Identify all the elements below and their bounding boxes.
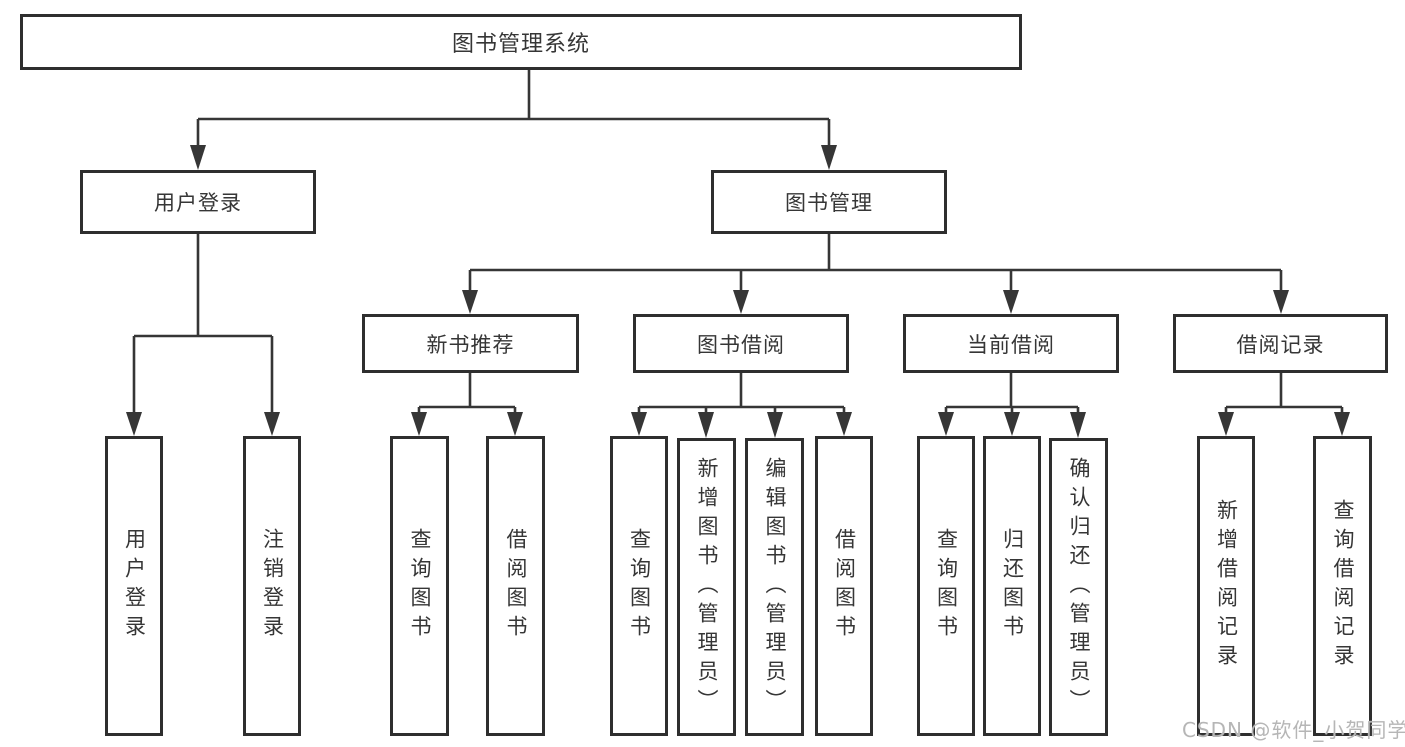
arrow-bor-leaf4 xyxy=(836,412,852,436)
leaf-query-books-borrowing-label: 查询图书 xyxy=(627,528,652,644)
leaf-query-borrow-record-label: 查询借阅记录 xyxy=(1331,499,1355,673)
node-new-book-recommend: 新书推荐 xyxy=(362,314,579,373)
arrow-current-borrowing xyxy=(1003,290,1019,314)
leaf-borrow-books: 借阅图书 xyxy=(815,436,873,736)
arrow-recs-leaf2 xyxy=(1334,412,1350,436)
arrow-user-login xyxy=(190,145,206,170)
arrow-bor-leaf3 xyxy=(767,412,783,438)
node-current-borrowing: 当前借阅 xyxy=(903,314,1119,373)
arrow-cur-leaf2 xyxy=(1004,412,1020,436)
leaf-user-login-label: 用户登录 xyxy=(122,528,147,644)
arrow-new-book xyxy=(462,290,478,314)
leaf-return-books: 归还图书 xyxy=(983,436,1041,736)
arrow-cur-leaf1 xyxy=(938,412,954,436)
leaf-logout-label: 注销登录 xyxy=(260,528,285,644)
arrow-book-borrowing xyxy=(733,290,749,314)
node-user-login: 用户登录 xyxy=(80,170,316,234)
leaf-query-books-recommend-label: 查询图书 xyxy=(408,528,432,644)
arrow-recs-leaf1 xyxy=(1218,412,1234,436)
arrowheads xyxy=(126,145,1350,438)
leaf-add-books-admin: 新增图书（管理员） xyxy=(677,438,736,736)
node-borrowing-records: 借阅记录 xyxy=(1173,314,1388,373)
leaf-borrow-books-recommend: 借阅图书 xyxy=(486,436,545,736)
leaf-user-login: 用户登录 xyxy=(105,436,163,736)
node-book-borrowing: 图书借阅 xyxy=(633,314,849,373)
arrow-book-management xyxy=(821,145,837,170)
leaf-borrow-books-recommend-label: 借阅图书 xyxy=(504,528,528,644)
arrow-rec-leaf1 xyxy=(411,412,427,436)
arrow-bor-leaf2 xyxy=(698,412,714,438)
leaf-query-books-recommend: 查询图书 xyxy=(390,436,449,736)
leaf-query-books-borrowing: 查询图书 xyxy=(610,436,668,736)
leaf-query-borrow-record: 查询借阅记录 xyxy=(1313,436,1372,736)
leaf-add-borrow-record-label: 新增借阅记录 xyxy=(1214,499,1239,673)
leaf-return-books-label: 归还图书 xyxy=(1000,528,1025,644)
leaf-confirm-return-admin: 确认归还（管理员） xyxy=(1049,438,1108,736)
arrow-borrow-records xyxy=(1273,290,1289,314)
csdn-watermark: CSDN @软件_小贺同学 xyxy=(1182,718,1405,742)
leaf-confirm-return-admin-label: 确认归还（管理员） xyxy=(1067,456,1091,718)
leaf-add-borrow-record: 新增借阅记录 xyxy=(1197,436,1255,736)
leaf-borrow-books-label: 借阅图书 xyxy=(832,528,857,644)
arrow-bor-leaf1 xyxy=(631,412,647,436)
leaf-edit-books-admin: 编辑图书（管理员） xyxy=(745,438,804,736)
arrow-login-leaf1 xyxy=(126,412,142,436)
arrow-login-leaf2 xyxy=(264,412,280,436)
leaf-query-books-current: 查询图书 xyxy=(917,436,975,736)
leaf-logout: 注销登录 xyxy=(243,436,301,736)
node-book-management: 图书管理 xyxy=(711,170,947,234)
arrow-cur-leaf3 xyxy=(1070,412,1086,438)
arrow-rec-leaf2 xyxy=(507,412,523,436)
node-library-system: 图书管理系统 xyxy=(20,14,1022,70)
leaf-add-books-admin-label: 新增图书（管理员） xyxy=(695,456,719,718)
leaf-edit-books-admin-label: 编辑图书（管理员） xyxy=(763,456,787,718)
leaf-query-books-current-label: 查询图书 xyxy=(934,528,959,644)
